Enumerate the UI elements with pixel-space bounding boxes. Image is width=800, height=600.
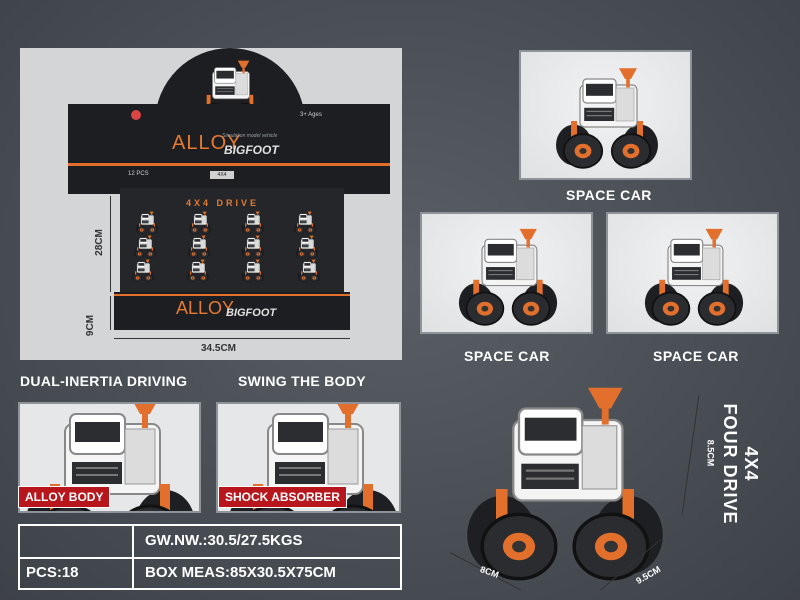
mini-truck-icon: [238, 258, 268, 282]
pieces-count: PCS:18: [26, 564, 79, 581]
mini-truck-icon: [128, 258, 158, 282]
front-dimension-line: [110, 296, 111, 330]
four-drive-line2: FOUR DRIVE: [720, 403, 740, 525]
car-height-label: 8.5CM: [705, 439, 716, 467]
box-front-label: 9CM: [85, 314, 97, 337]
height-dimension-line: [110, 196, 111, 292]
box-width-label: 34.5CM: [201, 343, 237, 354]
car-height-line: [681, 395, 700, 515]
front-brand-title: ALLOY: [176, 298, 235, 318]
space-car-image: [547, 60, 667, 170]
alloy-body-label: ALLOY BODY: [18, 486, 111, 508]
width-dimension-line: [114, 338, 350, 339]
space-car-card-left: [420, 212, 593, 334]
space-car-card-right: [606, 212, 779, 334]
mini-truck-icon: [183, 258, 213, 282]
swing-body-title: SWING THE BODY: [238, 373, 366, 389]
mini-truck-icon: [238, 234, 268, 258]
brand-tagline: Simulation model vehicle: [222, 133, 278, 139]
mini-truck-icon: [294, 258, 324, 282]
space-car-caption-top: SPACE CAR: [566, 187, 652, 203]
box-measurements: BOX MEAS:85X30.5X75CM: [145, 564, 336, 581]
mini-truck-icon: [185, 210, 215, 234]
gross-net-weight: GW.NW.:30.5/27.5KGS: [145, 532, 303, 549]
box-front-panel: [114, 292, 350, 330]
mini-truck-icon: [132, 210, 162, 234]
brand-title: ALLOY: [172, 132, 242, 154]
front-model-title: BIGFOOT: [226, 307, 277, 319]
four-drive-title: 4X4 FOUR DRIVE: [719, 384, 761, 544]
space-car-image: [635, 222, 753, 326]
space-car-caption-left: SPACE CAR: [464, 348, 550, 364]
ages-text: 3+ Ages: [300, 112, 322, 118]
spec-table: [18, 524, 402, 590]
mini-truck-icon: [184, 234, 214, 258]
space-car-card-top: [519, 50, 692, 180]
mini-truck-icon: [292, 234, 322, 258]
dual-inertia-title: DUAL-INERTIA DRIVING: [20, 373, 188, 389]
box-header: [68, 104, 390, 194]
space-car-caption-right: SPACE CAR: [653, 348, 739, 364]
space-car-image: [449, 222, 567, 326]
mini-truck-icon: [238, 210, 268, 234]
drive-badge: 4X4 DRIVE: [210, 171, 234, 186]
mini-truck-icon: [290, 210, 320, 234]
box-pcs-text: 12 PCS: [128, 171, 149, 177]
tray-label: 4X4 DRIVE: [186, 198, 260, 208]
model-title: BIGFOOT: [224, 143, 279, 157]
mini-truck-icon: [130, 234, 160, 258]
box-height-label: 28CM: [93, 229, 105, 256]
brand-logo-icon: [131, 110, 141, 120]
shock-absorber-label: SHOCK ABSORBER: [218, 486, 347, 508]
four-drive-line1: 4X4: [741, 446, 761, 482]
tray-cars: [130, 210, 340, 290]
